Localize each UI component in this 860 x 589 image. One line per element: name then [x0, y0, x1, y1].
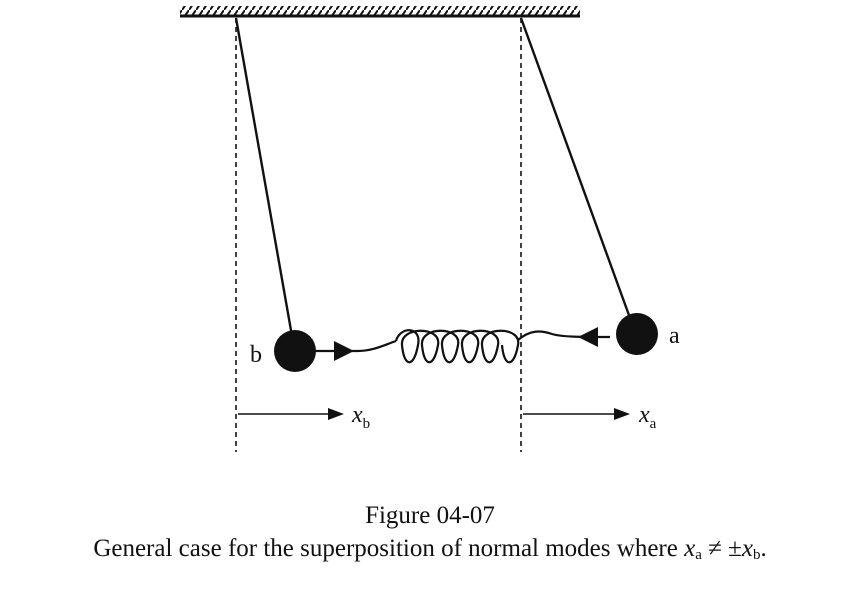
caption-var2-sub: b	[752, 547, 761, 563]
caption-var2: x	[741, 535, 753, 562]
force-arrow-a	[578, 327, 598, 347]
caption-end: .	[760, 535, 767, 562]
axis-a-sub: a	[650, 416, 657, 432]
coupling-spring	[315, 329, 611, 364]
mass-a-label: a	[669, 323, 680, 349]
pendulum-string-a	[519, 17, 632, 319]
displacement-axis-b: xb	[238, 402, 370, 432]
displacement-axis-a: xa	[523, 402, 657, 432]
mass-b	[274, 330, 316, 372]
mass-a	[616, 313, 658, 355]
figure-description: General case for the superposition of no…	[0, 532, 860, 572]
mass-b-label: b	[250, 342, 262, 368]
figure-number: Figure 04-07	[365, 502, 495, 529]
caption-var1-sub: a	[695, 547, 702, 563]
force-arrow-b	[334, 341, 354, 361]
svg-text:xb: xb	[351, 402, 370, 432]
ceiling-support	[180, 6, 580, 18]
axis-a-base: x	[638, 402, 650, 428]
caption-relation: ≠ ±	[701, 535, 742, 562]
pendulum-string-b	[234, 17, 294, 337]
caption-var1: x	[684, 535, 696, 562]
figure-caption: Figure 04-07 General case for the superp…	[0, 500, 860, 572]
axis-b-base: x	[351, 402, 363, 428]
coupled-pendulum-diagram: b a xb xa	[180, 6, 680, 452]
caption-text: General case for the superposition of no…	[93, 535, 685, 562]
svg-text:xa: xa	[638, 402, 657, 432]
axis-b-sub: b	[363, 416, 371, 432]
